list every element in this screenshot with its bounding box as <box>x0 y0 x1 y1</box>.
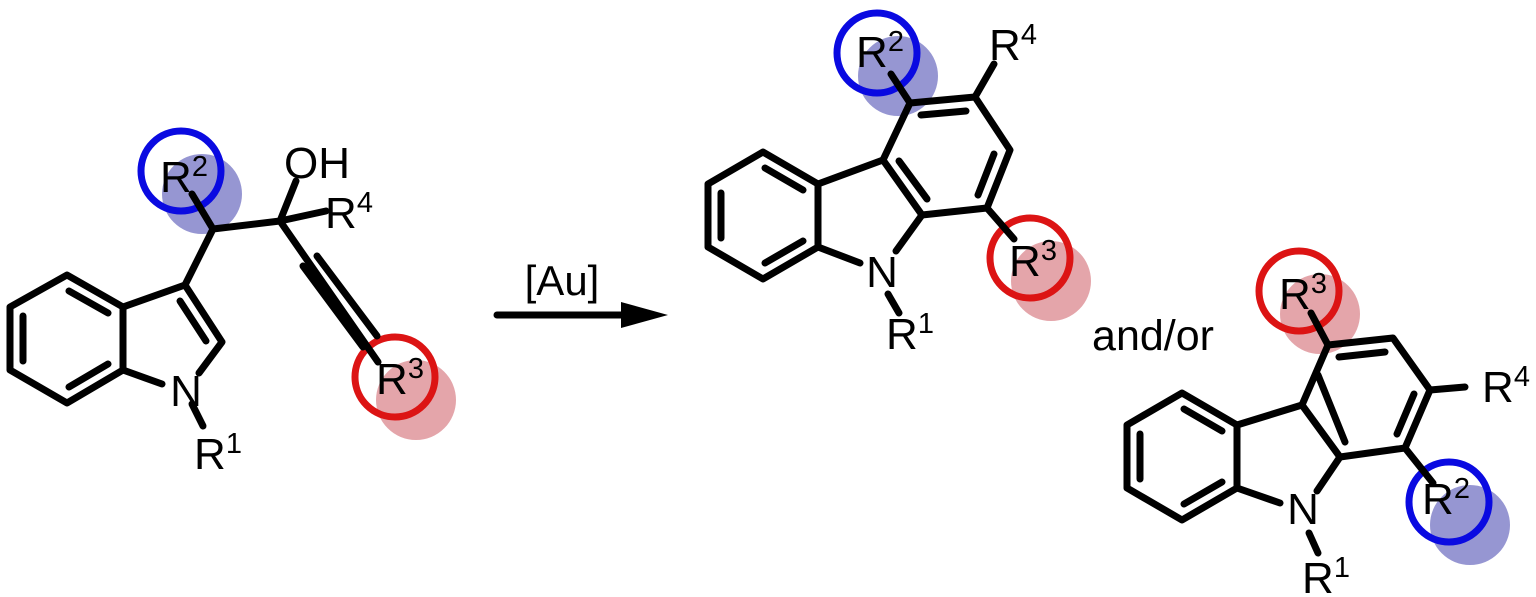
substrate-group: R2 OH R4 R3 N R1 <box>6 127 456 479</box>
substrate-n-r1-bond <box>188 400 207 430</box>
substrate-r3-label: R3 <box>376 353 424 404</box>
product1-right-ring-double-bonds <box>895 107 998 203</box>
and-or-label: and/or <box>1092 312 1214 360</box>
substrate-chain-bonds <box>181 177 382 366</box>
product1-r1-label: R1 <box>886 308 934 359</box>
product2-n-r1-bond <box>1305 529 1322 557</box>
product1-r2-highlight-circle <box>833 9 921 97</box>
product1-r3-highlight-circle <box>986 214 1074 302</box>
product1-group: R2 R4 R3 N R1 <box>704 9 1091 359</box>
substrate-oh-label: OH <box>284 139 350 188</box>
product2-benzo-double-bonds <box>1136 405 1226 508</box>
substrate-benzene-double-bonds <box>19 287 112 391</box>
product1-benzo-double-bonds <box>717 164 807 267</box>
product1-pyrrole-bonds <box>814 156 926 267</box>
product2-r3-highlight-circle <box>1255 247 1343 335</box>
product1-substituent-bonds <box>887 60 1018 243</box>
substrate-n-label: N <box>170 367 202 416</box>
product1-n-r1-bond <box>884 290 903 317</box>
substrate-benzene-ring <box>6 271 127 407</box>
product2-pyrrole-bonds <box>1233 401 1344 507</box>
substrate-r2-highlight-circle <box>137 127 225 215</box>
product2-r2-highlight-circle <box>1405 458 1493 546</box>
substrate-pyrrole-double-bond <box>176 297 210 345</box>
product1-n-label: N <box>866 248 898 297</box>
reaction-arrow-head <box>621 302 668 328</box>
substrate-alkyne-triple-bond <box>299 252 381 351</box>
product2-substituent-bonds <box>1307 309 1469 487</box>
reaction-arrow-group: [Au] <box>493 257 668 328</box>
substrate-r1-label: R1 <box>194 428 242 479</box>
product2-r1-label: R1 <box>1302 552 1350 597</box>
product2-n-label: N <box>1287 485 1319 534</box>
substrate-r3-highlight-circle <box>351 333 439 421</box>
product1-r4-label: R4 <box>989 19 1037 70</box>
substrate-r2-label: R2 <box>160 151 208 202</box>
product1-r2-label: R2 <box>856 26 904 77</box>
product2-r4-label: R4 <box>1482 361 1530 412</box>
catalyst-label: [Au] <box>525 257 600 304</box>
product2-right-ring-double-bonds <box>1314 348 1418 446</box>
product1-r3-label: R3 <box>1009 235 1057 286</box>
product2-r2-label: R2 <box>1422 473 1470 524</box>
product2-r3-label: R3 <box>1279 268 1327 319</box>
substrate-pyrrole-bonds <box>119 281 226 388</box>
product2-group: R3 R4 R2 N R1 <box>1123 247 1530 597</box>
substrate-r4-label: R4 <box>325 187 373 238</box>
